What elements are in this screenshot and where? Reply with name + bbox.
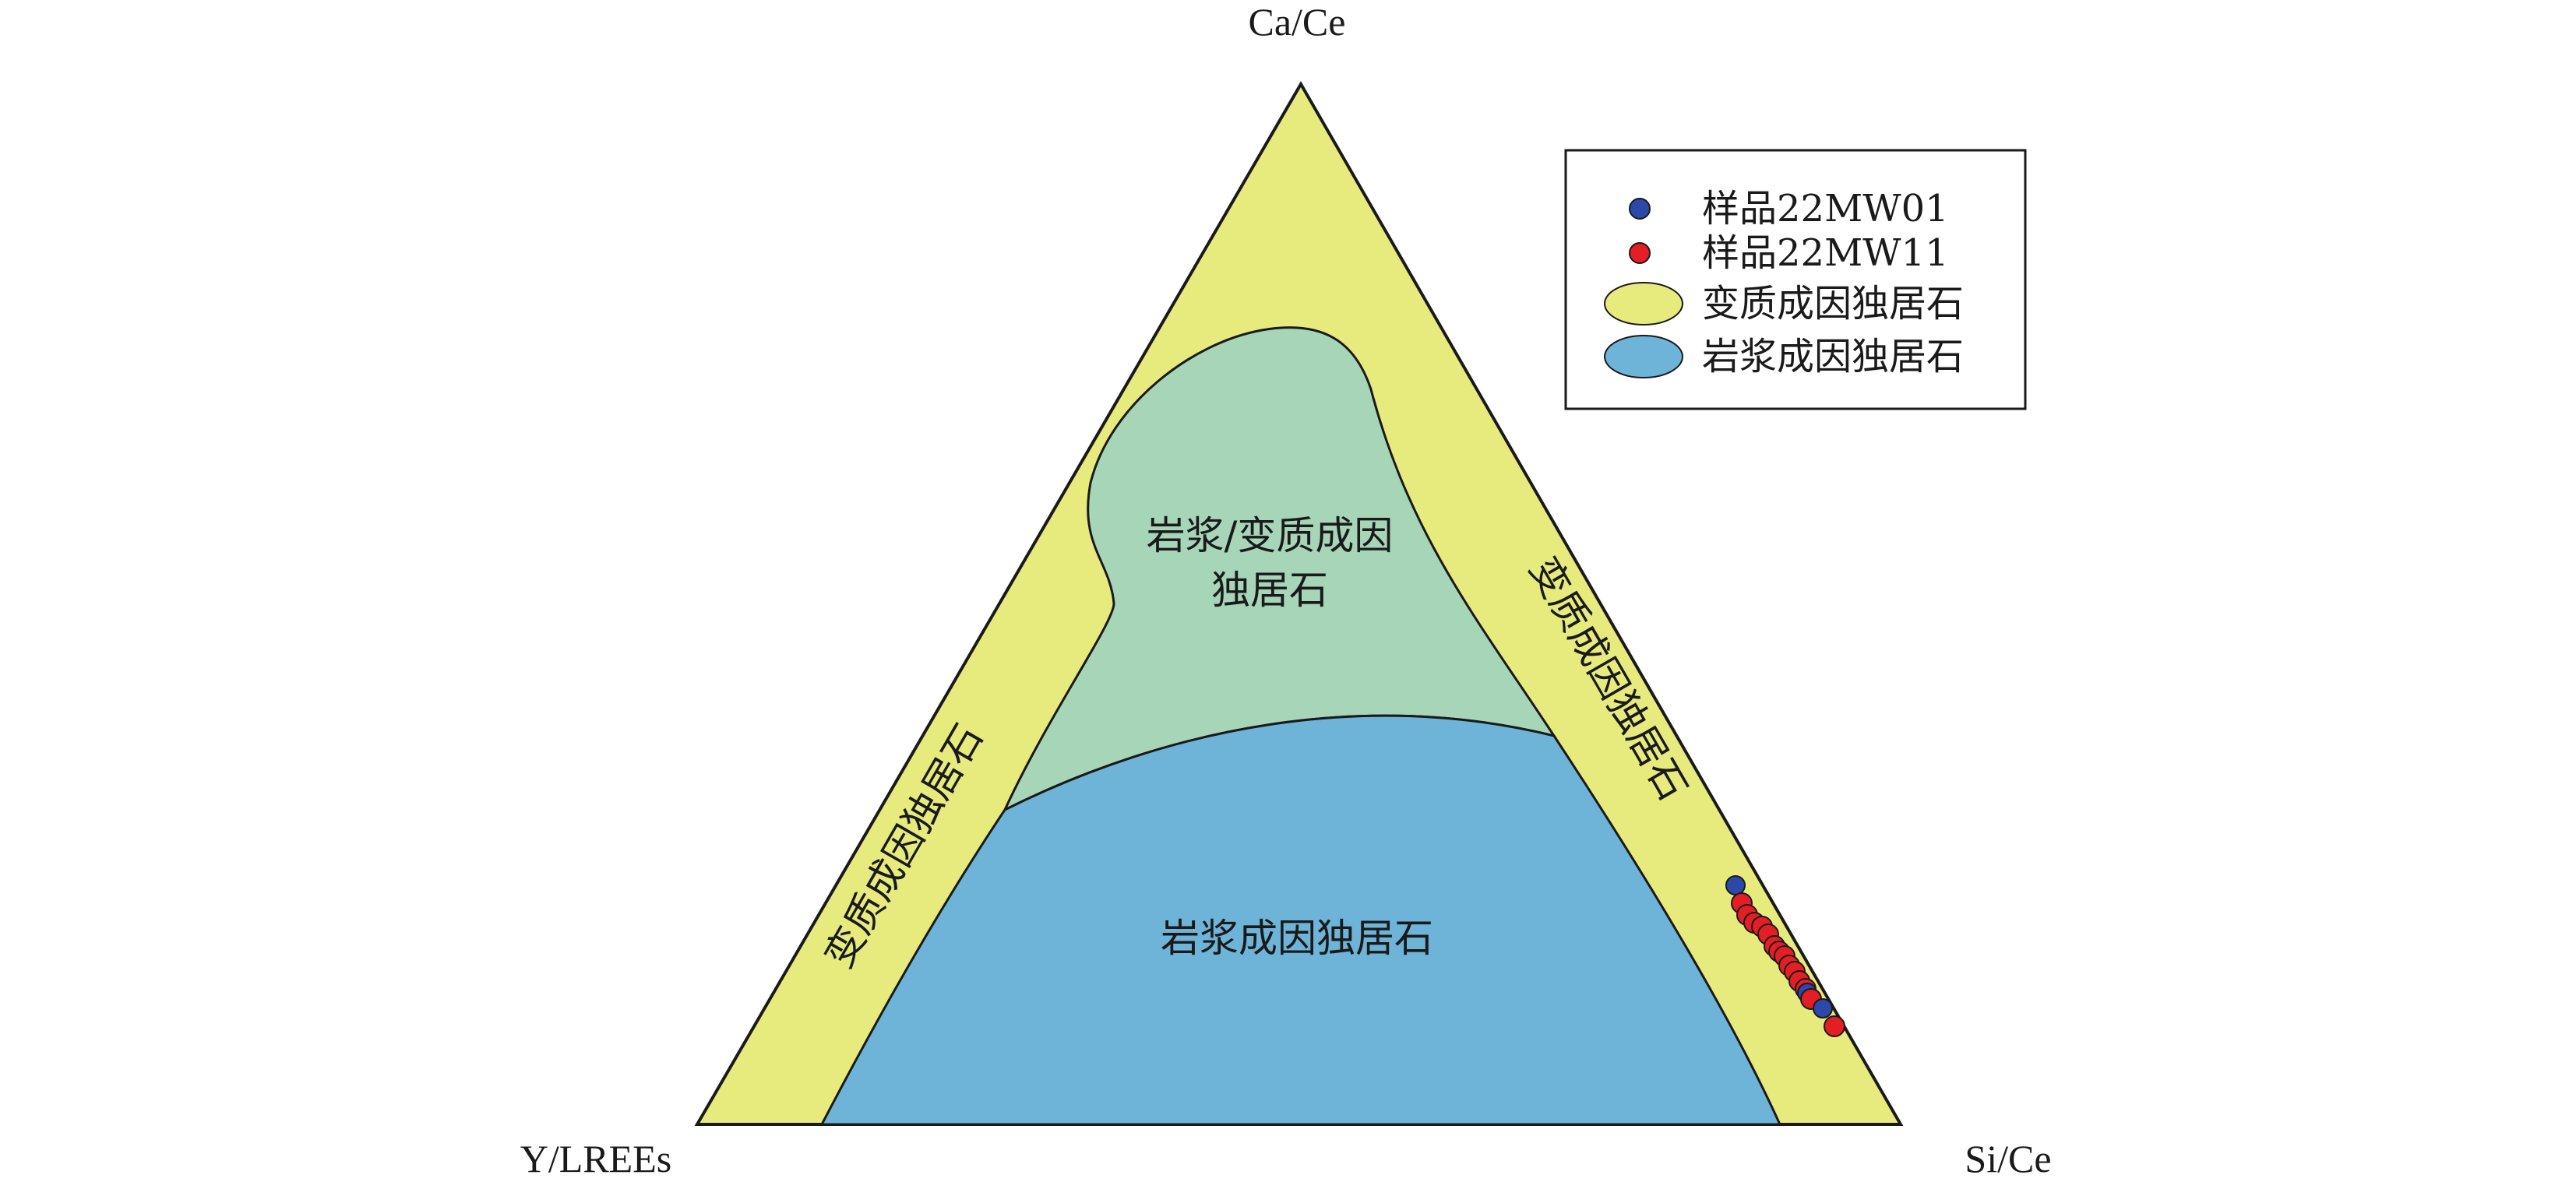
legend-label-metamorphic: 变质成因独居石 — [1702, 282, 1964, 325]
region-label-mixed-line1: 岩浆/变质成因 — [1147, 513, 1394, 558]
magmatic-field — [819, 714, 1782, 1126]
legend-marker-22MW11 — [1629, 242, 1651, 264]
axis-label-right: Si/Ce — [1965, 1137, 2051, 1180]
legend-label-22MW11: 样品22MW11 — [1702, 231, 1949, 275]
sample-point-22MW01 — [1725, 875, 1746, 895]
legend-label-magmatic: 岩浆成因独居石 — [1702, 335, 1964, 378]
axis-label-top: Ca/Ce — [1249, 0, 1346, 44]
region-label-magmatic: 岩浆成因独居石 — [1161, 916, 1433, 961]
legend: 样品22MW01 样品22MW11 变质成因独居石 岩浆成因独居石 — [1564, 149, 2027, 410]
legend-swatch-metamorphic — [1604, 282, 1683, 325]
sample-points — [1725, 875, 1845, 1037]
sample-point-22MW01 — [1813, 998, 1833, 1018]
legend-marker-22MW01 — [1629, 198, 1651, 220]
sample-point-22MW11 — [1824, 1015, 1845, 1037]
legend-swatch-magmatic — [1604, 335, 1683, 378]
region-label-mixed-line2: 独居石 — [1211, 568, 1328, 613]
legend-label-22MW01: 样品22MW01 — [1702, 187, 1949, 230]
axis-label-left: Y/LREEs — [520, 1137, 671, 1180]
